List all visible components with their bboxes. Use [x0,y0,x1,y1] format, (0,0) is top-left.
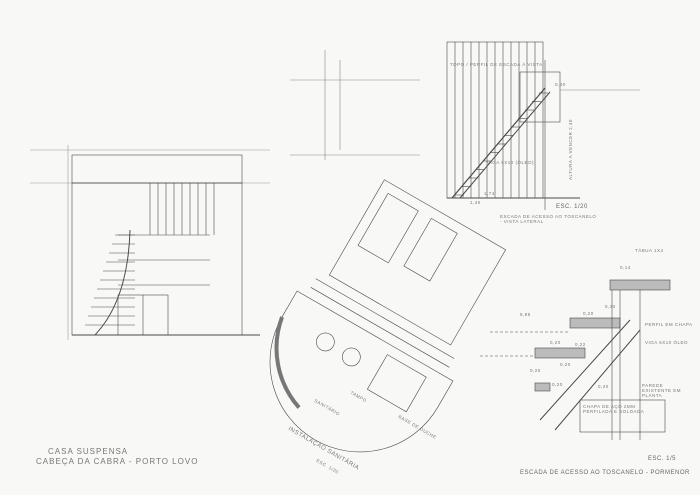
stair-dim-bottom: 1,74 [484,191,495,196]
stair-height-note: ALTURA A VENCER 2,40 [568,119,573,180]
title-line-2: CABEÇA DA CABRA - PORTO LOVO [36,457,199,466]
detail-label: 0,20 [583,311,594,316]
detail-label: 0,30 [605,304,616,309]
detail-note: CHAPA DE AÇO 2MM PERFILADA E SOLDADA [583,404,645,414]
stair-side-view [446,41,640,210]
stair-dim-top: 0,40 [555,82,566,87]
detail-label: PERFIL EM CHAPA [645,322,693,327]
detail-label: VIGA 5X10 ÓLEO [645,340,689,345]
detail-label: 0,20 [530,368,541,373]
title-line-1: CASA SUSPENSA [48,447,129,456]
detail-label: 0,20 [552,382,563,387]
stair-top-note: TOPO / PERFIL DE ESCADA À VISTA [450,62,543,67]
stair-dim-bottom2: 1,40 [470,200,481,205]
detail-label: 0,20 [550,340,561,345]
stair-caption: ESCADA DE ACESSO AO TOSCANELO - VISTA LA… [500,214,597,224]
detail-caption: ESCADA DE ACESSO AO TOSCANELO - PORMENOR [520,470,690,476]
detail-label: TÁBUA 1X4 [635,248,664,253]
detail-label: PAREDE EXISTENTE EM PLANTA [642,383,682,398]
detail-label: 0,20 [598,384,609,389]
detail-label: 5,85 [520,312,531,317]
section-elevation [30,145,270,340]
stair-beam-note: VIGA 5X10 (ÓLEO) [487,160,535,165]
stair-scale: ESC. 1/20 [556,204,588,210]
sanitary-plan [269,179,507,453]
detail-label: 0,22 [575,342,586,347]
construction-lines [290,50,420,160]
stair-detail [480,279,671,440]
detail-label: 0,14 [620,265,631,270]
detail-scale: ESC. 1/5 [648,456,677,462]
detail-label: 0,20 [560,362,571,367]
